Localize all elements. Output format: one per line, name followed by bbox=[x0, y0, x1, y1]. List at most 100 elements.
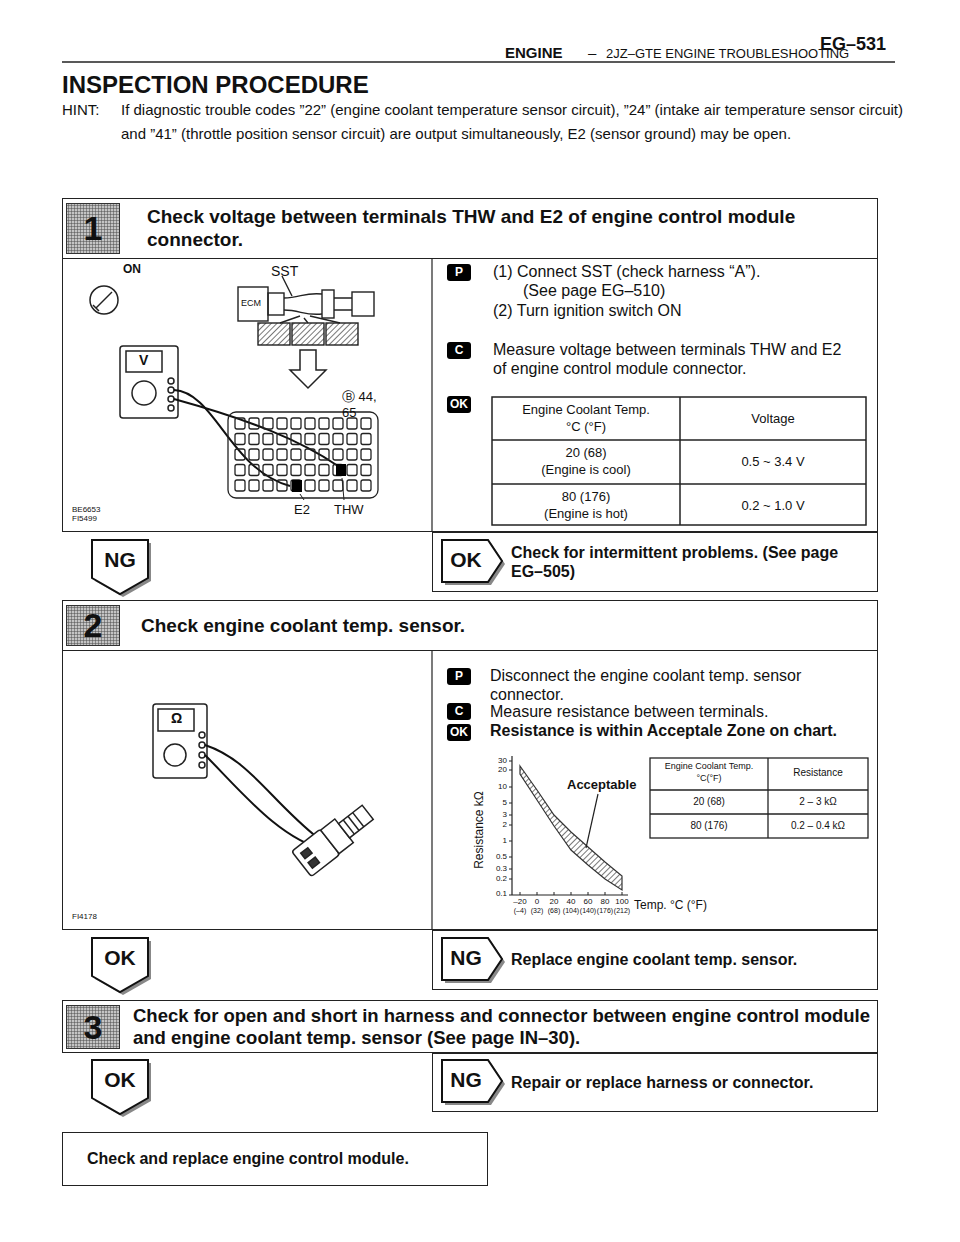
procedure-badge: P bbox=[447, 264, 471, 281]
chart-ticks bbox=[509, 815, 512, 816]
running-header: EG–531 bbox=[820, 34, 886, 56]
panel-dividers bbox=[431, 258, 432, 532]
ecm-connector bbox=[235, 434, 245, 445]
step-panel: 3Check for open and short in harness and… bbox=[62, 1000, 878, 1053]
step-panel: 1Check voltage between terminals THW and… bbox=[62, 198, 878, 532]
ecm-connector bbox=[291, 480, 301, 491]
branch-result: NG bbox=[440, 1068, 492, 1092]
header-rule bbox=[62, 61, 895, 63]
procedure-text: Disconnect the engine coolant temp. sens… bbox=[490, 666, 870, 704]
chart-ticks bbox=[537, 892, 538, 895]
branch-tab: OK bbox=[90, 1058, 154, 1120]
ohmmeter bbox=[199, 752, 205, 758]
ecm-connector bbox=[249, 434, 259, 445]
axis-tick-label: 0.2 bbox=[496, 874, 507, 884]
procedure-text: (1) Connect SST (check harness “A”). bbox=[493, 262, 760, 281]
sst-check-harness bbox=[322, 290, 334, 318]
step-title: Check for open and short in harness and … bbox=[133, 1005, 875, 1049]
resistance-table bbox=[650, 758, 868, 838]
down-arrow bbox=[290, 350, 326, 388]
step-number: 1 bbox=[66, 203, 120, 254]
procedure-badge: OK bbox=[447, 724, 471, 741]
voltage-table bbox=[492, 397, 866, 525]
axis-tick-label: 100 bbox=[615, 897, 628, 907]
ecm-connector bbox=[319, 418, 329, 429]
ecm-connector bbox=[263, 480, 273, 491]
ecm-connector bbox=[235, 418, 245, 429]
header-rule bbox=[62, 62, 895, 63]
ecm-connector bbox=[347, 449, 357, 460]
ohmmeter bbox=[153, 704, 207, 778]
result-band: NG Replace engine coolant temp. sensor. bbox=[432, 930, 878, 990]
procedure-text: Resistance is within Acceptale Zone on c… bbox=[490, 721, 837, 740]
ohmmeter bbox=[153, 704, 207, 778]
step-header: 3Check for open and short in harness and… bbox=[63, 1001, 877, 1054]
resistance-table bbox=[650, 813, 868, 814]
table-cell: Engine Coolant Temp. bbox=[522, 402, 650, 418]
ecm-connector bbox=[361, 434, 371, 445]
chart-ticks bbox=[509, 895, 512, 896]
axis-tick-label: 3 bbox=[503, 810, 507, 820]
down-arrow bbox=[290, 350, 326, 388]
voltmeter bbox=[168, 378, 174, 384]
running-header: – bbox=[588, 44, 596, 62]
part-label: ON bbox=[123, 262, 141, 276]
chart-ticks bbox=[509, 879, 512, 880]
voltmeter bbox=[120, 346, 178, 418]
ecm-connector bbox=[361, 465, 371, 476]
branch-tab: OK bbox=[440, 538, 506, 588]
result-action: Replace engine coolant temp. sensor. bbox=[511, 950, 867, 969]
axis-tick-label: (212) bbox=[614, 907, 630, 915]
voltage-table bbox=[492, 483, 866, 485]
chart-ticks bbox=[509, 803, 512, 804]
sst-check-harness bbox=[352, 292, 374, 316]
branch-tab: NG bbox=[90, 538, 154, 600]
sst-check-harness bbox=[280, 316, 340, 323]
ignition-switch-icon bbox=[90, 286, 118, 314]
connector-pins bbox=[300, 494, 304, 500]
table-cell: 0.2 ~ 1.0 V bbox=[741, 498, 804, 514]
resistance-chart bbox=[586, 794, 598, 848]
table-cell: 80 (176) bbox=[690, 820, 727, 832]
result-action: Check for intermittent problems. (See pa… bbox=[511, 543, 867, 581]
action-text: Check and replace engine control module. bbox=[87, 1150, 409, 1168]
voltage-table bbox=[492, 439, 866, 441]
coolant-temp-sensor bbox=[292, 800, 378, 877]
ecm-connector bbox=[333, 434, 343, 445]
connector-pins bbox=[342, 478, 344, 500]
result-action: Repair or replace harness or connector. bbox=[511, 1073, 867, 1092]
branch-result: NG bbox=[440, 946, 492, 970]
axis-tick-label: 10 bbox=[498, 782, 507, 792]
ecm-connector bbox=[291, 418, 301, 429]
ecm-connector bbox=[361, 480, 371, 491]
axis-title: Resistance kΩ bbox=[472, 791, 486, 869]
page-heading: INSPECTION PROCEDURE bbox=[62, 71, 369, 99]
voltmeter bbox=[132, 381, 156, 405]
ecm-connector bbox=[249, 465, 259, 476]
voltmeter bbox=[126, 351, 162, 372]
axis-tick-label: (32) bbox=[531, 907, 543, 915]
ecm-connector bbox=[228, 412, 378, 498]
ecm-connector bbox=[249, 480, 259, 491]
axis-tick-label: 40 bbox=[567, 897, 576, 907]
resistance-chart bbox=[512, 756, 628, 895]
action-box: Check and replace engine control module. bbox=[62, 1132, 488, 1186]
axis-tick-label: 20 bbox=[550, 897, 559, 907]
step-number: 2 bbox=[66, 605, 120, 646]
ecm-connector bbox=[291, 434, 301, 445]
table-cell: 80 (176) bbox=[562, 489, 610, 505]
chart-ticks bbox=[571, 892, 572, 895]
ecm-connector bbox=[305, 449, 315, 460]
table-cell: 0.2 – 0.4 kΩ bbox=[791, 820, 845, 832]
chart-ticks bbox=[509, 869, 512, 870]
ecm-connector bbox=[249, 449, 259, 460]
axis-tick-label: 60 bbox=[584, 897, 593, 907]
sst-check-harness bbox=[258, 323, 290, 345]
meter-symbol: Ω bbox=[171, 710, 182, 727]
ohmmeter bbox=[164, 744, 186, 766]
resistance-table bbox=[767, 758, 768, 838]
part-label: V bbox=[139, 352, 148, 369]
ecm-connector bbox=[263, 434, 273, 445]
procedure-text: Measure voltage between terminals THW an… bbox=[493, 340, 853, 378]
